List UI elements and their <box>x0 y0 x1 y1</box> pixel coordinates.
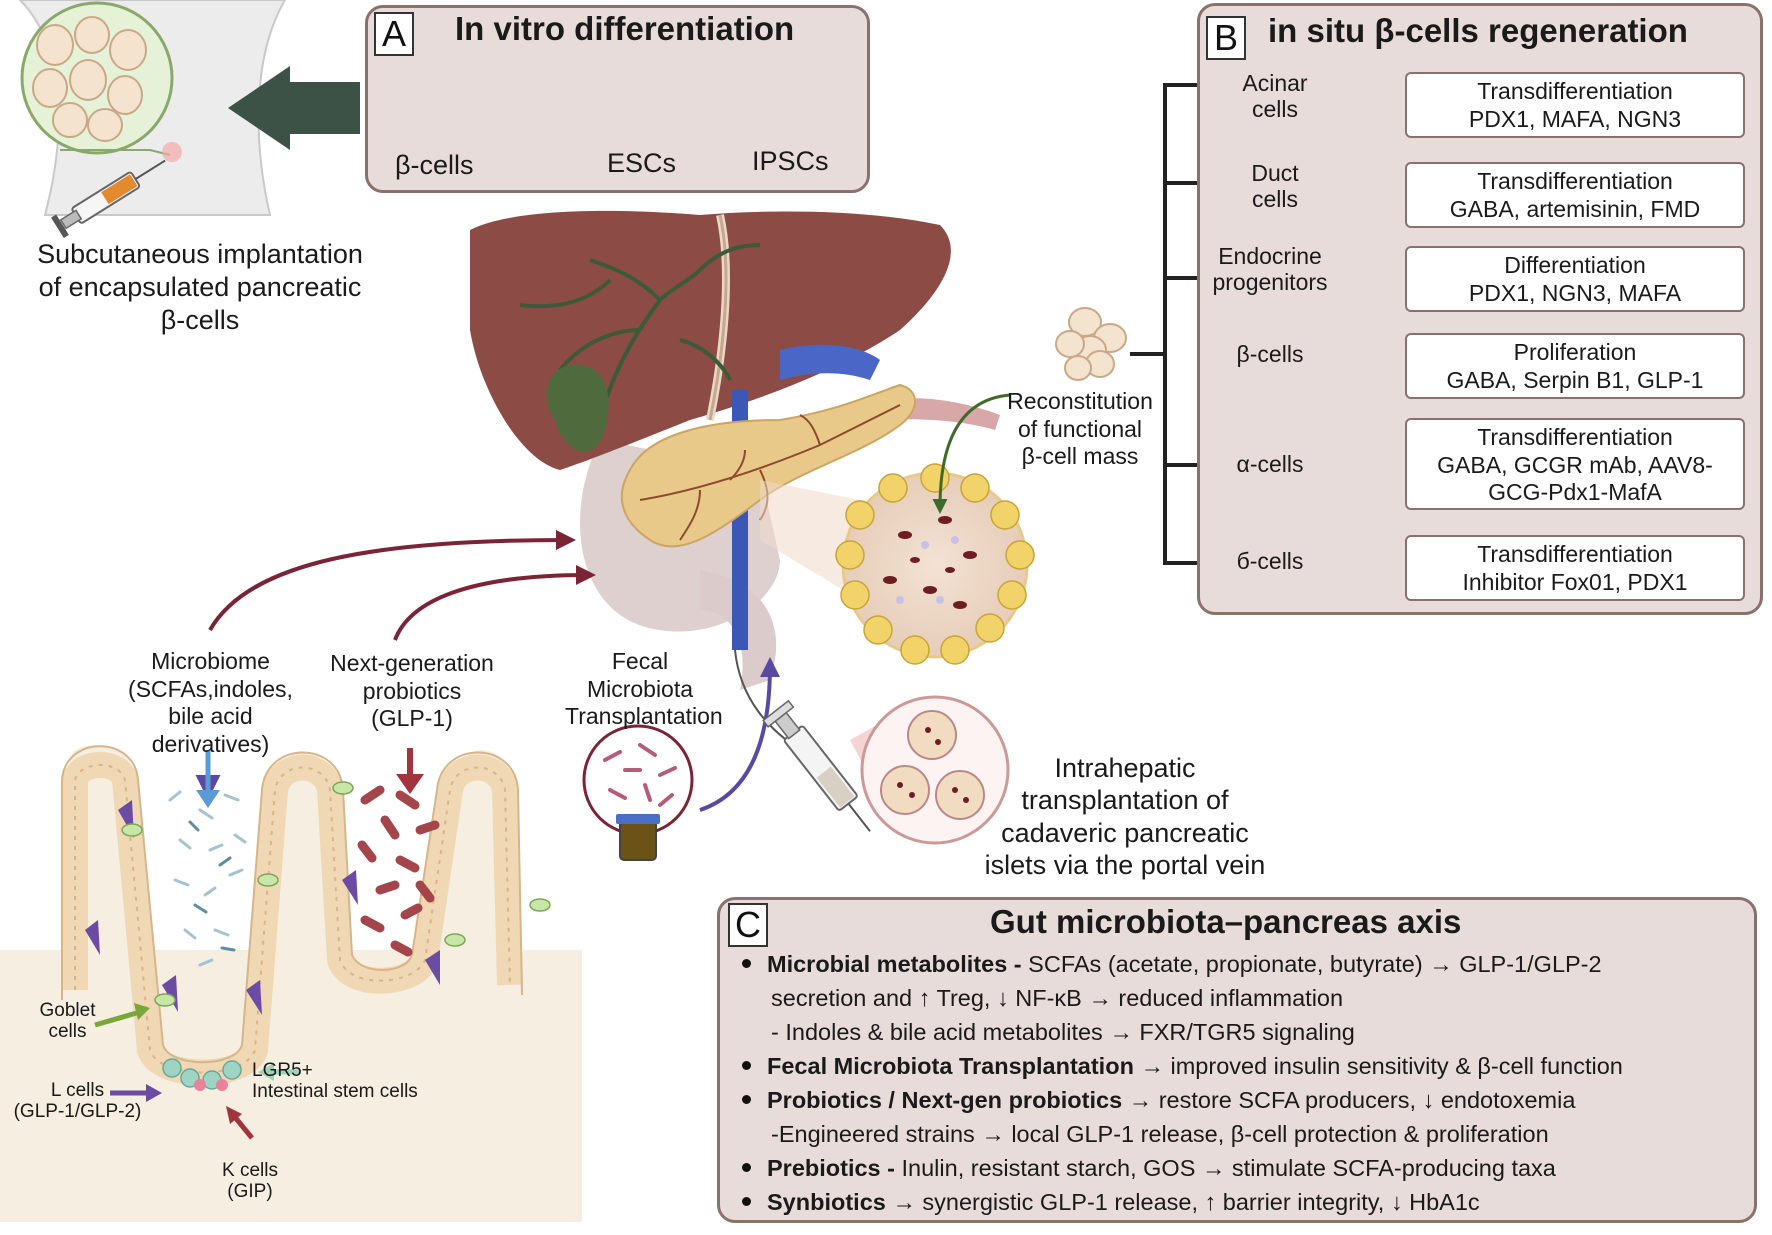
line-6-text: -Engineered strains → local GLP-1 releas… <box>771 1121 1549 1147</box>
treatment-beta-agents: GABA, Serpin B1, GLP-1 <box>1446 366 1704 393</box>
dish-label-escs: ESCs <box>607 148 677 178</box>
treatment-alpha-agents: GABA, GCGR mAb, AAV8- GCG-Pdx1-MafA <box>1437 451 1713 506</box>
treatment-duct-type: Transdifferentiation <box>1477 168 1673 194</box>
treatment-delta-type: Transdifferentiation <box>1477 541 1673 567</box>
panel-b-bracket <box>1130 83 1207 565</box>
panel-c-line-1: Microbial metabolites - SCFAs (acetate, … <box>742 951 1602 978</box>
cell-name-acinar: Acinar cells <box>1242 70 1308 123</box>
lgr5-label: LGR5+ Intestinal stem cells <box>252 1060 418 1103</box>
panel-a <box>365 5 870 193</box>
kcells-arrow <box>232 1114 254 1140</box>
line-1-text: SCFAs (acetate, propionate, butyrate) → … <box>1021 951 1602 977</box>
dish-label-ipscs: IPSCs <box>752 146 829 176</box>
treatment-delta: Transdifferentiation Inhibitor Fox01, PD… <box>1405 535 1745 601</box>
panel-c-line-5: Probiotics / Next-gen probiotics → resto… <box>742 1087 1575 1114</box>
bullet-dot <box>742 1095 751 1105</box>
beta-cell-cluster <box>1055 307 1127 381</box>
line-8-text: → synergistic GLP-1 release, ↑ barrier i… <box>885 1189 1480 1215</box>
dish-label-beta-cells: β-cells <box>395 150 474 180</box>
line-7-bold: Prebiotics - <box>767 1155 895 1181</box>
treatment-alpha-type: Transdifferentiation <box>1477 424 1673 450</box>
fmt-label: Fecal Microbiota Transplantation <box>565 648 723 730</box>
intestine <box>0 745 582 1222</box>
panel-c-line-4: Fecal Microbiota Transplantation → impro… <box>742 1053 1623 1080</box>
line-8-bold: Synbiotics <box>767 1189 886 1215</box>
treatment-endocrine-agents: PDX1, NGN3, MAFA <box>1468 279 1682 306</box>
treatment-beta: Proliferation GABA, Serpin B1, GLP-1 <box>1405 333 1745 399</box>
cell-name-delta: б-cells <box>1236 548 1304 574</box>
cell-name-duct: Duct cells <box>1251 160 1299 213</box>
panel-c-line-6: -Engineered strains → local GLP-1 releas… <box>771 1121 1549 1148</box>
implant-caption-line-3: β-cells <box>160 304 240 335</box>
arrow-to-implant <box>228 66 360 150</box>
panel-c-title: Gut microbiota–pancreas axis <box>990 903 1462 940</box>
bullet-dot <box>742 1197 751 1207</box>
ngp-arrow <box>393 565 596 641</box>
cell-name-endocrine: Endocrine progenitors <box>1212 243 1328 296</box>
panel-c <box>717 897 1757 1223</box>
panel-c-letter: C <box>728 903 768 947</box>
treatment-endocrine: Differentiation PDX1, NGN3, MAFA <box>1405 246 1745 312</box>
islet-zoom <box>835 463 1035 665</box>
line-1-bold: Microbial metabolites - <box>767 951 1022 977</box>
implant-caption-line-2: of encapsulated pancreatic <box>38 271 362 302</box>
reconstitution-label: Reconstitution of functional β-cell mass <box>1007 388 1153 470</box>
line-2-text: secretion and ↑ Treg, ↓ NF-κB → reduced … <box>771 985 1344 1011</box>
line-5-bold: Probiotics / Next-gen probiotics <box>767 1087 1123 1113</box>
line-4-text: → improved insulin sensitivity & β-cell … <box>1133 1053 1623 1079</box>
goblet-label: Goblet cells <box>39 1000 96 1043</box>
line-7-text: Inulin, resistant starch, GOS → stimulat… <box>894 1155 1556 1181</box>
panel-c-line-3: - Indoles & bile acid metabolites → FXR/… <box>771 1019 1355 1046</box>
lcells-label: L cells (GLP-1/GLP-2) <box>13 1080 142 1123</box>
panel-b-title: in situ β-cells regeneration <box>1268 12 1688 49</box>
treatment-alpha: Transdifferentiation GABA, GCGR mAb, AAV… <box>1405 418 1745 510</box>
fmt-bacteria-jar <box>582 724 694 861</box>
microbiome-label: Microbiome (SCFAs,indoles, bile acid der… <box>128 648 293 757</box>
kcells-label: K cells (GIP) <box>222 1160 278 1203</box>
bullet-dot <box>742 1163 751 1173</box>
goblet-arrow <box>94 1009 141 1028</box>
treatment-delta-agents: Inhibitor Fox01, PDX1 <box>1462 568 1688 595</box>
islets-zoom-portal <box>860 695 1010 845</box>
portal-syringe-icon <box>762 699 871 832</box>
reconstitution-arrow <box>932 393 1011 514</box>
implant-caption-line-1: Subcutaneous implantation <box>37 239 363 269</box>
body-silhouette <box>18 0 287 239</box>
syringe-icon <box>51 159 166 239</box>
cell-name-alpha: α-cells <box>1236 451 1304 477</box>
panel-a-title: In vitro differentiation <box>455 10 795 47</box>
treatment-acinar: Transdifferentiation PDX1, MAFA, NGN3 <box>1405 72 1745 138</box>
panel-c-line-7: Prebiotics - Inulin, resistant starch, G… <box>742 1155 1556 1182</box>
panel-c-line-2: secretion and ↑ Treg, ↓ NF-κB → reduced … <box>771 985 1343 1012</box>
fmt-arrow <box>699 657 780 812</box>
cell-name-beta: β-cells <box>1236 341 1304 367</box>
microbiome-arrow <box>208 530 576 631</box>
panel-a-letter: A <box>374 12 414 56</box>
liver <box>470 210 951 470</box>
line-4-bold: Fecal Microbiota Transplantation <box>767 1053 1134 1079</box>
panel-b-letter: B <box>1206 16 1246 60</box>
ngp-label: Next-generation probiotics (GLP-1) <box>330 650 494 732</box>
line-3-text: - Indoles & bile acid metabolites → FXR/… <box>771 1019 1355 1045</box>
implant-caption: Subcutaneous implantation of encapsulate… <box>10 238 390 337</box>
bullet-dot <box>742 1061 751 1071</box>
panel-c-line-8: Synbiotics → synergistic GLP-1 release, … <box>742 1189 1480 1216</box>
treatment-endocrine-type: Differentiation <box>1504 252 1646 278</box>
treatment-acinar-type: Transdifferentiation <box>1477 78 1673 104</box>
line-5-text: → restore SCFA producers, ↓ endotoxemia <box>1122 1087 1576 1113</box>
treatment-duct-agents: GABA, artemisinin, FMD <box>1449 195 1701 222</box>
treatment-duct: Transdifferentiation GABA, artemisinin, … <box>1405 162 1745 228</box>
treatment-beta-type: Proliferation <box>1513 339 1637 365</box>
treatment-acinar-agents: PDX1, MAFA, NGN3 <box>1468 105 1682 132</box>
intrahepatic-label: Intrahepatic transplantation of cadaveri… <box>984 753 1266 881</box>
bullet-dot <box>742 959 751 969</box>
